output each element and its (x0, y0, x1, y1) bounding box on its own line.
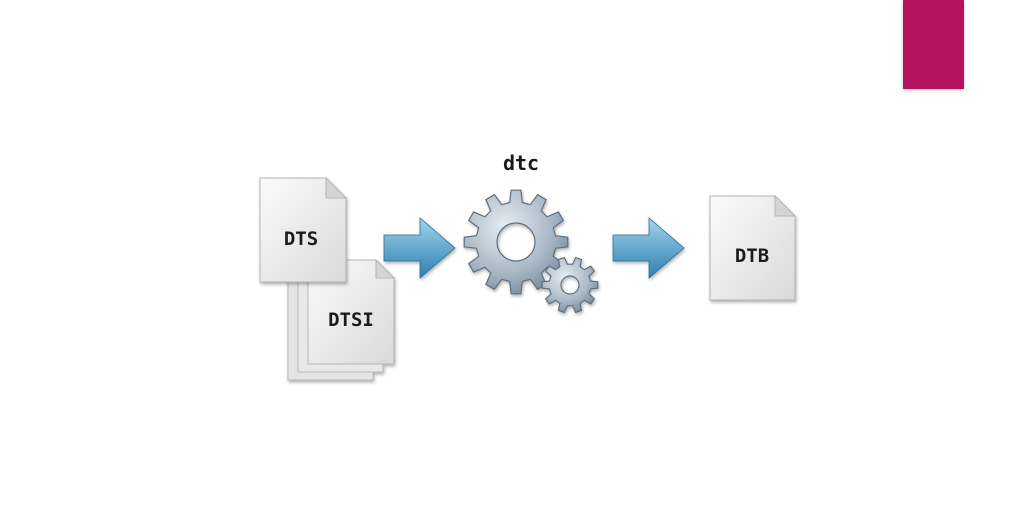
arrow-right-icon (383, 217, 456, 279)
gear-icon (463, 189, 599, 314)
dtb-document-icon (709, 194, 797, 301)
dtb-label: DTB (735, 245, 769, 267)
arrow-right-icon (612, 217, 685, 279)
dtsi-label: DTSI (328, 309, 374, 331)
dtb-document: DTB (709, 194, 797, 301)
dts-label: DTS (284, 228, 318, 250)
dtsi-document-icon (307, 258, 396, 365)
accent-bar (903, 0, 964, 89)
dts-document-icon (259, 176, 348, 283)
dts-document: DTS (259, 176, 348, 283)
dtsi-document-stack: DTSI (287, 258, 396, 381)
dtc-label: dtc (503, 151, 539, 175)
